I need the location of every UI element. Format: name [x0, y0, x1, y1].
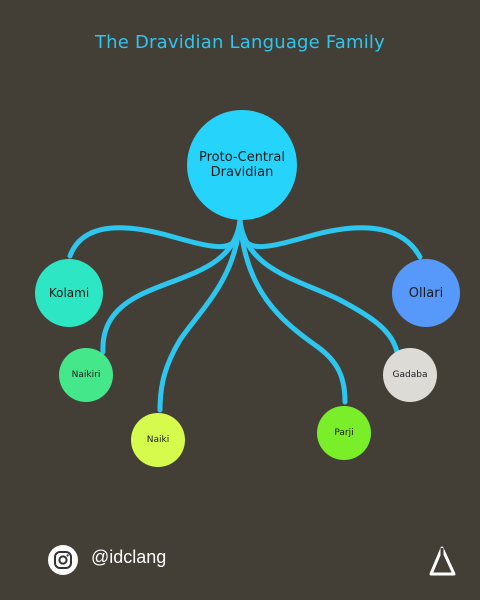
branch-naikiri	[100, 217, 243, 355]
node-parji: Parji	[317, 406, 371, 460]
node-ollari: Ollari	[392, 259, 460, 327]
branch-ollari	[237, 217, 423, 260]
diagram-title: The Dravidian Language Family	[94, 32, 385, 53]
branch-gadaba	[237, 217, 400, 355]
branch-parji	[237, 217, 348, 405]
branch-kolami	[67, 217, 243, 259]
node-label-parji: Parji	[334, 428, 354, 438]
node-label-naiki: Naiki	[146, 435, 170, 445]
node-naiki: Naiki	[131, 413, 185, 467]
node-label-kolami: Kolami	[48, 286, 90, 300]
social-handle[interactable]: @idclang	[91, 547, 167, 567]
instagram-icon	[48, 545, 78, 575]
node-naikiri: Naikiri	[59, 348, 113, 402]
root-node-proto-central-dravidian: Proto-Central Dravidian	[187, 110, 297, 220]
root-label-line2: Dravidian	[210, 165, 274, 180]
root-label-line1: Proto-Central	[199, 150, 285, 165]
node-label-gadaba: Gadaba	[392, 370, 428, 380]
node-kolami: Kolami	[35, 259, 103, 327]
idc-logo	[429, 546, 456, 576]
branch-naiki	[157, 217, 243, 413]
node-gadaba: Gadaba	[383, 348, 437, 402]
node-label-naikiri: Naikiri	[71, 370, 101, 380]
node-label-ollari: Ollari	[408, 285, 444, 301]
